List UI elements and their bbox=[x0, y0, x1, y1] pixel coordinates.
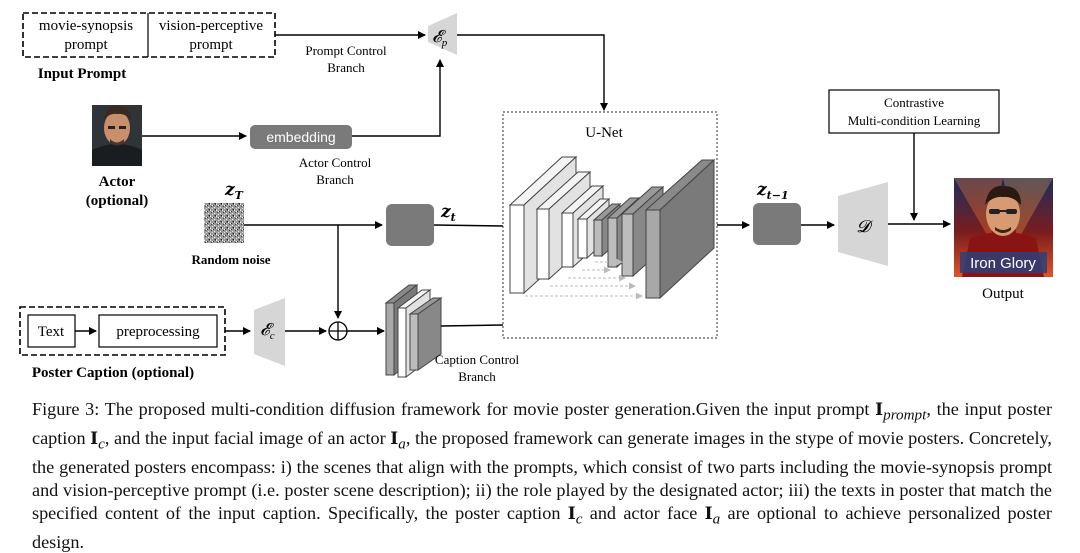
random-noise-label: Random noise bbox=[191, 252, 270, 267]
prompt-branch-line-1: Prompt Control bbox=[305, 43, 387, 58]
preprocessing-label: preprocessing bbox=[116, 324, 200, 340]
embedding-label: embedding bbox=[266, 129, 335, 145]
caption-subscript-a-2: a bbox=[712, 510, 721, 528]
input-prompt-label: Input Prompt bbox=[38, 66, 127, 82]
caption-encoder-subscript: c bbox=[270, 330, 275, 342]
caption-control-branch-block bbox=[384, 283, 443, 378]
random-noise-image bbox=[204, 203, 244, 243]
caption-part-4: , the proposed framework can generate im… bbox=[32, 428, 1052, 523]
svg-text:zt: zt bbox=[440, 202, 456, 224]
z-t1-symbol: z bbox=[756, 180, 767, 200]
input-prompt-group: movie-synopsis prompt vision-perceptive … bbox=[22, 12, 276, 82]
caption-branch-line-1: Caption Control bbox=[435, 352, 520, 367]
caption-symbol-a: I bbox=[390, 429, 399, 450]
prompt-encoder: 𝓔p bbox=[428, 13, 457, 55]
caption-symbol-c-2: I bbox=[567, 503, 576, 524]
poster-title-text: Iron Glory bbox=[970, 255, 1036, 272]
text-input-label: Text bbox=[38, 324, 65, 340]
caption-subscript-a: a bbox=[398, 435, 406, 453]
decoder: 𝓓 bbox=[838, 182, 888, 266]
prompt-branch-line-2: Branch bbox=[327, 60, 365, 75]
caption-part-3: , and the input facial image of an actor bbox=[104, 428, 391, 449]
z-T-symbol: z bbox=[224, 180, 235, 200]
prompt-cell-2-line-1: vision-perceptive bbox=[159, 18, 263, 34]
caption-encoder: 𝓔c bbox=[254, 298, 285, 366]
actor-branch-line-1: Actor Control bbox=[299, 155, 372, 170]
caption-symbol-c: I bbox=[90, 429, 99, 450]
poster-caption-group: Text preprocessing Poster Caption (optio… bbox=[19, 306, 226, 381]
z-t-symbol: z bbox=[440, 202, 451, 222]
caption-subscript-c: c bbox=[98, 435, 105, 453]
preprocessing-box bbox=[98, 314, 218, 348]
figure-caption: Figure 3: The proposed multi-condition d… bbox=[32, 398, 1052, 553]
prompt-encoder-subscript: p bbox=[441, 37, 448, 49]
z-t-subscript: t bbox=[451, 211, 456, 224]
caption-symbol-a-2: I bbox=[704, 503, 713, 524]
line-zt-to-unet bbox=[433, 224, 504, 227]
caption-part-2: , the input poster caption bbox=[32, 399, 1053, 449]
caption-branch-line-2: Branch bbox=[458, 369, 496, 384]
framework-diagram: movie-synopsis prompt vision-perceptive … bbox=[19, 12, 1053, 384]
caption-part-1: Figure 3: The proposed multi-condition d… bbox=[32, 399, 876, 419]
z-T-subscript: T bbox=[235, 189, 244, 202]
svg-text:zt−1: zt−1 bbox=[756, 180, 789, 202]
poster-caption-label: Poster Caption (optional) bbox=[32, 365, 194, 381]
actor-photo bbox=[92, 105, 142, 166]
svg-text:zT: zT bbox=[224, 180, 244, 202]
prompt-cell-1-line-2: prompt bbox=[64, 37, 108, 53]
actor-label-line-1: Actor bbox=[99, 174, 136, 190]
caption-subscript-prompt: prompt bbox=[883, 406, 927, 424]
z-t-minus-1-block bbox=[753, 203, 801, 245]
text-input-box bbox=[27, 314, 76, 348]
embedding-block: embedding bbox=[250, 125, 352, 149]
unet-skip-connections bbox=[525, 258, 643, 300]
actor-label-line-2: (optional) bbox=[86, 193, 149, 209]
contrastive-learning-box: Contrastive Multi-condition Learning bbox=[828, 89, 1000, 134]
contrastive-line-1: Contrastive bbox=[884, 95, 944, 110]
z-t-block bbox=[386, 204, 434, 246]
caption-subscript-c-2: c bbox=[575, 510, 583, 528]
arrow-prompt-encoder-to-unet bbox=[457, 34, 608, 111]
sum-operator bbox=[328, 321, 348, 341]
prompt-cell-1-line-1: movie-synopsis bbox=[39, 18, 133, 34]
prompt-cell-2-line-2: prompt bbox=[189, 37, 233, 53]
decoder-symbol: 𝓓 bbox=[856, 217, 873, 236]
unet-layers bbox=[508, 155, 716, 300]
line-caption-branch-to-unet bbox=[440, 324, 504, 327]
unet-block: U-Net bbox=[502, 111, 718, 339]
output-poster: Iron Glory bbox=[954, 178, 1053, 277]
contrastive-line-2: Multi-condition Learning bbox=[848, 113, 981, 128]
unet-label: U-Net bbox=[585, 125, 623, 141]
z-t1-subscript: t−1 bbox=[767, 189, 789, 202]
actor-branch-line-2: Branch bbox=[316, 172, 354, 187]
caption-part-5: and actor face bbox=[582, 502, 705, 523]
arrow-embedding-to-prompt-encoder bbox=[352, 59, 444, 137]
output-label: Output bbox=[982, 286, 1025, 302]
caption-symbol-prompt: I bbox=[875, 400, 884, 420]
